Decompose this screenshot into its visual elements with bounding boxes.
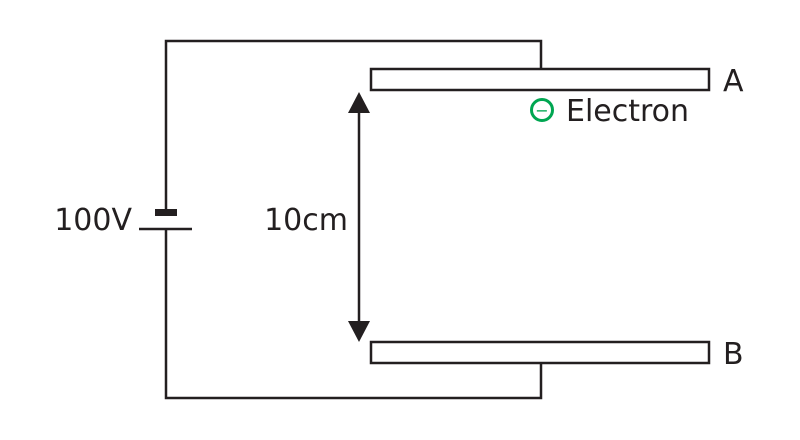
plate-a <box>369 67 711 92</box>
plate-b <box>369 340 711 365</box>
battery-voltage-label: 100V <box>54 203 132 238</box>
battery-gap-mask <box>160 217 172 227</box>
wire-bottom <box>164 230 543 400</box>
arrowhead-up-icon <box>348 92 370 113</box>
distance-arrow <box>348 92 370 342</box>
plate-a-label: A <box>723 64 744 99</box>
circuit-wires <box>164 39 543 400</box>
distance-label: 10cm <box>264 203 348 238</box>
electron-icon: − <box>530 98 554 122</box>
battery-short-plate <box>155 209 177 216</box>
battery-symbol <box>139 209 192 231</box>
wire-top <box>164 39 543 213</box>
plate-b-label: B <box>723 337 744 372</box>
electron-label: Electron <box>566 94 689 129</box>
electron-circle <box>530 98 554 122</box>
electron-minus-sign: − <box>535 101 548 120</box>
arrowhead-down-icon <box>348 321 370 342</box>
